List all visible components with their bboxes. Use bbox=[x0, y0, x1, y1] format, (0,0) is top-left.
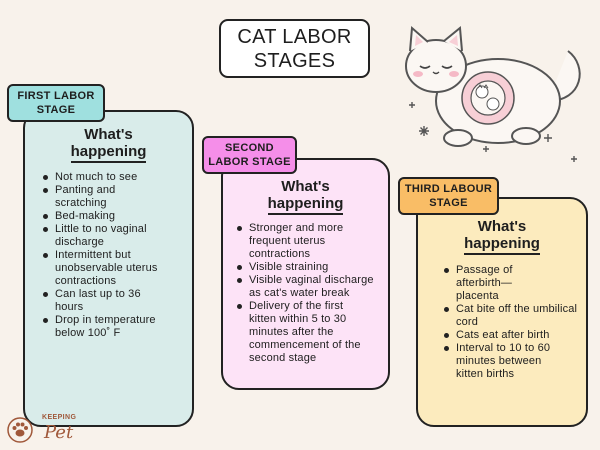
third-stage-tag: THIRD LABOUR STAGE bbox=[398, 177, 499, 215]
third-stage-card: What's happening Passage of afterbirth—p… bbox=[416, 197, 588, 427]
second-stage-heading: What's happening bbox=[223, 178, 388, 215]
list-item: Bed-making bbox=[43, 210, 184, 223]
paw-icon bbox=[7, 417, 33, 443]
second-stage-card: What's happening Stronger and more frequ… bbox=[221, 158, 390, 390]
list-item: Passage of afterbirth—placenta bbox=[444, 264, 548, 303]
first-stage-list: Not much to see Panting and scratching B… bbox=[43, 171, 184, 340]
list-item: Interval to 10 to 60 minutes between kit… bbox=[444, 342, 568, 381]
second-stage-list: Stronger and more frequent uterus contra… bbox=[237, 222, 382, 365]
logo-text-bottom: Pet bbox=[44, 422, 74, 443]
list-item: Panting and scratching bbox=[43, 184, 155, 210]
first-stage-tag: FIRST LABOR STAGE bbox=[7, 84, 105, 122]
list-item: Delivery of the first kitten within 5 to… bbox=[237, 300, 371, 365]
list-item: Stronger and more frequent uterus contra… bbox=[237, 222, 382, 261]
list-item: Visible vaginal discharge as cat's water… bbox=[237, 274, 382, 300]
keeping-pet-logo: KEEPING Pet bbox=[4, 412, 84, 446]
first-stage-card: What's happening Not much to see Panting… bbox=[23, 110, 194, 427]
first-stage-heading: What's happening bbox=[25, 126, 192, 163]
page-title: CAT LABOR STAGES bbox=[219, 19, 370, 78]
third-stage-list: Passage of afterbirth—placenta Cat bite … bbox=[444, 264, 578, 381]
list-item: Can last up to 36 hours bbox=[43, 288, 165, 314]
title-line-2: STAGES bbox=[253, 49, 336, 72]
list-item: Little to no vaginal discharge bbox=[43, 223, 184, 249]
list-item: Cat bite off the umbilical cord bbox=[444, 303, 578, 329]
sparkle-icon bbox=[409, 102, 577, 162]
list-item: Cats eat after birth bbox=[444, 329, 556, 342]
third-stage-heading: What's happening bbox=[418, 218, 586, 255]
list-item: Intermittent but unobservable uterus con… bbox=[43, 249, 184, 288]
logo-text-top: KEEPING bbox=[42, 414, 77, 421]
list-item: Visible straining bbox=[237, 261, 382, 274]
pregnant-cat-illustration bbox=[405, 25, 581, 162]
second-stage-tag: SECOND LABOR STAGE bbox=[202, 136, 297, 174]
list-item: Not much to see bbox=[43, 171, 184, 184]
list-item: Drop in temperature below 100˚ F bbox=[43, 314, 184, 340]
title-line-1: CAT LABOR bbox=[237, 25, 352, 48]
